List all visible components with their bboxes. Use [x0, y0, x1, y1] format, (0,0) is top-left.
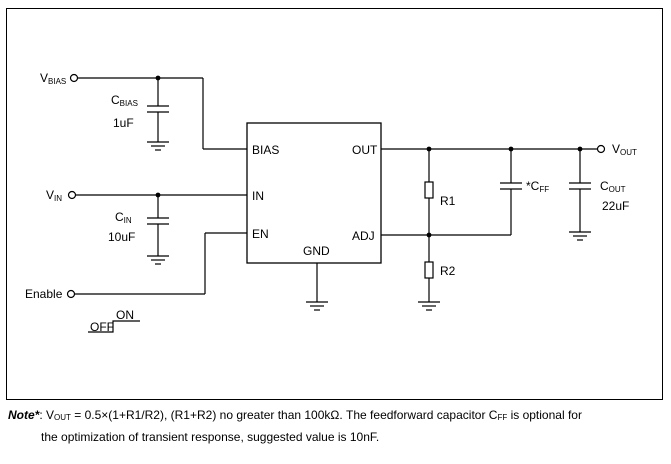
ground-symbol-cout [569, 231, 591, 241]
cout-capacitor [569, 182, 591, 190]
pin-gnd-label: GND [303, 244, 330, 258]
schematic-frame [6, 8, 663, 400]
enable-signal-waveform [88, 320, 140, 333]
enable-signal-off-label: OFF [90, 320, 114, 334]
cbias-value: 1uF [113, 116, 134, 130]
note-vout-subscript: OUT [54, 413, 71, 422]
note-text-b: is optional for [507, 408, 582, 422]
pin-bias-label: BIAS [252, 143, 279, 157]
cin-label: CIN [115, 210, 132, 225]
r1-resistor [424, 181, 434, 199]
wires [75, 77, 597, 302]
vbias-label: VBIAS [40, 71, 66, 86]
vbias-terminal [69, 73, 79, 83]
cbias-label: CBIAS [111, 93, 138, 108]
vout-label: VOUT [612, 142, 637, 157]
ground-symbol-ic [306, 301, 328, 311]
vin-label: VIN [46, 188, 62, 203]
cff-capacitor [500, 182, 522, 190]
ldo-ic-block [246, 122, 382, 264]
enable-signal-on-label: ON [116, 308, 134, 322]
cin-capacitor [147, 217, 169, 225]
ground-symbol-r2 [418, 301, 440, 311]
pin-in-label: IN [252, 189, 264, 203]
vout-terminal [596, 144, 606, 154]
cbias-capacitor [147, 105, 169, 113]
vin-terminal [67, 190, 77, 200]
note-label: Note* [8, 408, 40, 422]
r2-label: R2 [440, 264, 456, 278]
enable-label: Enable [25, 287, 63, 301]
application-circuit-schematic: BIAS IN EN GND OUT ADJ OFF ON [25, 71, 637, 334]
r2-resistor [424, 261, 434, 279]
note-cff-subscript: FF [497, 413, 508, 422]
note-line-2: the optimization of transient response, … [41, 430, 380, 444]
note-vout-symbol: V [46, 408, 55, 422]
junction-dots [155, 75, 583, 238]
cout-value: 22uF [602, 199, 629, 213]
cin-value: 10uF [108, 230, 135, 244]
design-note: Note*: VOUT = 0.5×(1+R1/R2), (R1+R2) no … [8, 405, 663, 448]
pin-en-label: EN [252, 227, 269, 241]
enable-terminal [66, 289, 76, 299]
note-text-a: = 0.5×(1+R1/R2), (R1+R2) no greater than… [70, 408, 498, 422]
cout-label: COUT [600, 179, 626, 194]
ground-symbol-cbias [147, 141, 169, 151]
cff-label: *CFF [526, 179, 549, 194]
pin-out-label: OUT [352, 143, 378, 157]
r1-label: R1 [440, 194, 456, 208]
ground-symbol-cin [147, 255, 169, 265]
note-line-1: Note*: VOUT = 0.5×(1+R1/R2), (R1+R2) no … [8, 408, 582, 422]
pin-adj-label: ADJ [352, 229, 375, 243]
